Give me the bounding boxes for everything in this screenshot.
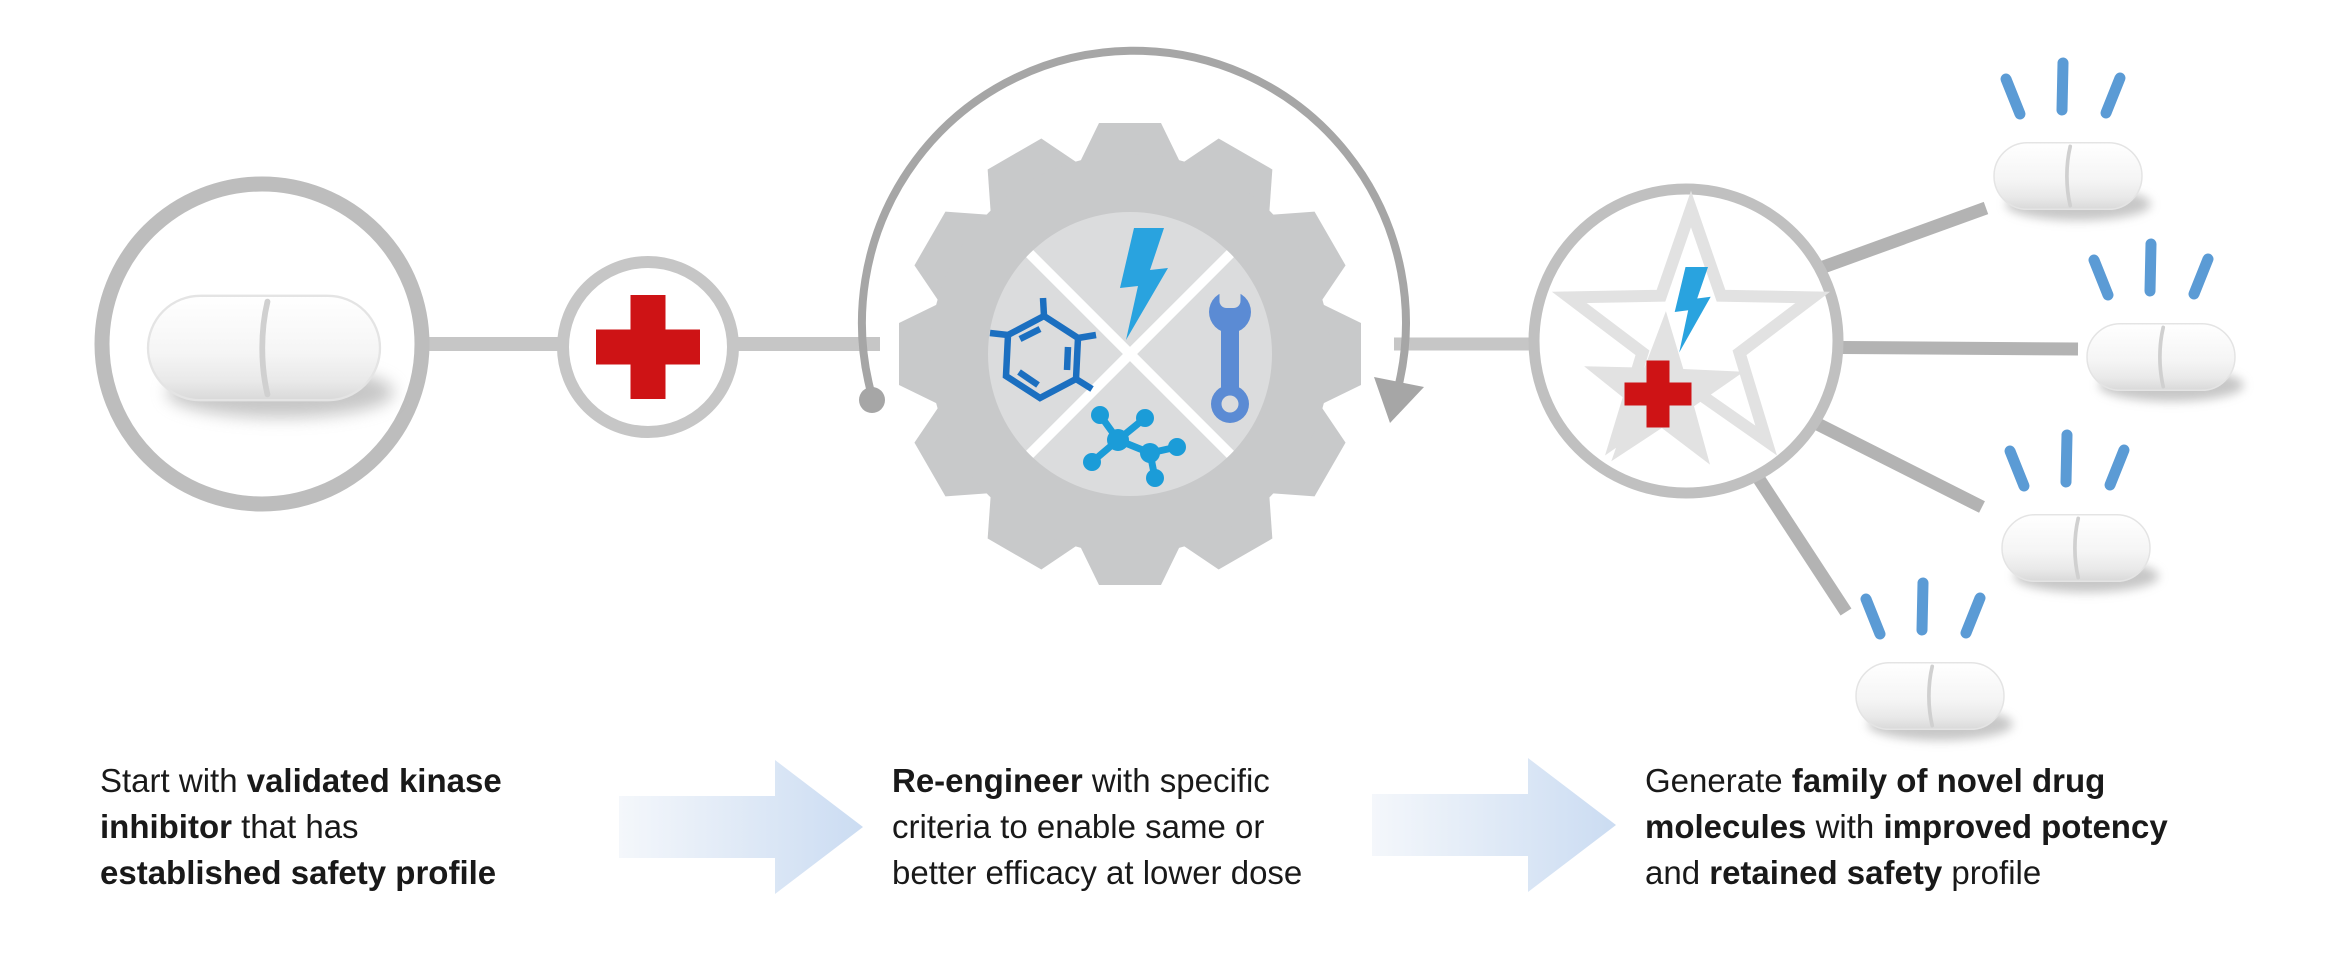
step-3-caption: Generate family of novel drug molecules … (1645, 758, 2295, 896)
medical-cross-icon (596, 295, 700, 399)
caption-text-bold: Re-engineer (892, 762, 1083, 799)
benzene-ring-icon (989, 297, 1097, 402)
sparkle-icon (2010, 435, 2124, 486)
caption-text: and (1645, 854, 1701, 891)
caption-text: with (1806, 808, 1884, 845)
caption-text-bold: validated kinase inhibitor (100, 762, 502, 845)
medical-cross-icon (1624, 360, 1692, 428)
caption-text: Start with (100, 762, 247, 799)
gear-icon (899, 123, 1361, 585)
novel-pills (1856, 63, 2244, 740)
caption-text-bold: family of novel drug molecules (1645, 762, 2106, 845)
lightning-icon (1120, 228, 1168, 340)
pill-icon (1856, 663, 2013, 741)
sparkle-icon (2094, 244, 2208, 295)
caption-text: profile (1942, 854, 2042, 891)
step-1-caption: Start with validated kinase inhibitor th… (100, 758, 640, 896)
pill-icon (2002, 515, 2159, 593)
pill-icon (148, 296, 394, 418)
wrench-icon (1209, 291, 1251, 423)
wrench-notch (1219, 286, 1241, 308)
caption-text: that has (241, 808, 359, 845)
pill-icon (1994, 143, 2151, 221)
caption-text-bold: established safety profile (100, 854, 497, 891)
wrench-ring-hole (1221, 395, 1239, 413)
quadrant-divider (1011, 235, 1249, 473)
molecule-icon (1083, 406, 1186, 487)
caption-text-bold: retained safety (1709, 854, 1943, 891)
cycle-arrow-icon (858, 46, 1410, 398)
cycle-arrow-start-dot (859, 387, 885, 413)
caption-text: Generate (1645, 762, 1792, 799)
pill-icon (2087, 324, 2244, 402)
flow-arrow-icon (619, 760, 863, 894)
step-2-caption: Re-engineer with specific criteria to en… (892, 758, 1432, 896)
cycle-arrow-head (1374, 377, 1424, 423)
caption-text: with specific criteria to enable same or… (892, 762, 1303, 891)
flow-arrow-icon (1372, 758, 1616, 892)
sparkle-icon (2006, 63, 2120, 114)
sparkle-icon (1866, 583, 1980, 634)
lightning-icon (1674, 267, 1711, 353)
caption-text-bold: improved potency (1883, 808, 2168, 845)
